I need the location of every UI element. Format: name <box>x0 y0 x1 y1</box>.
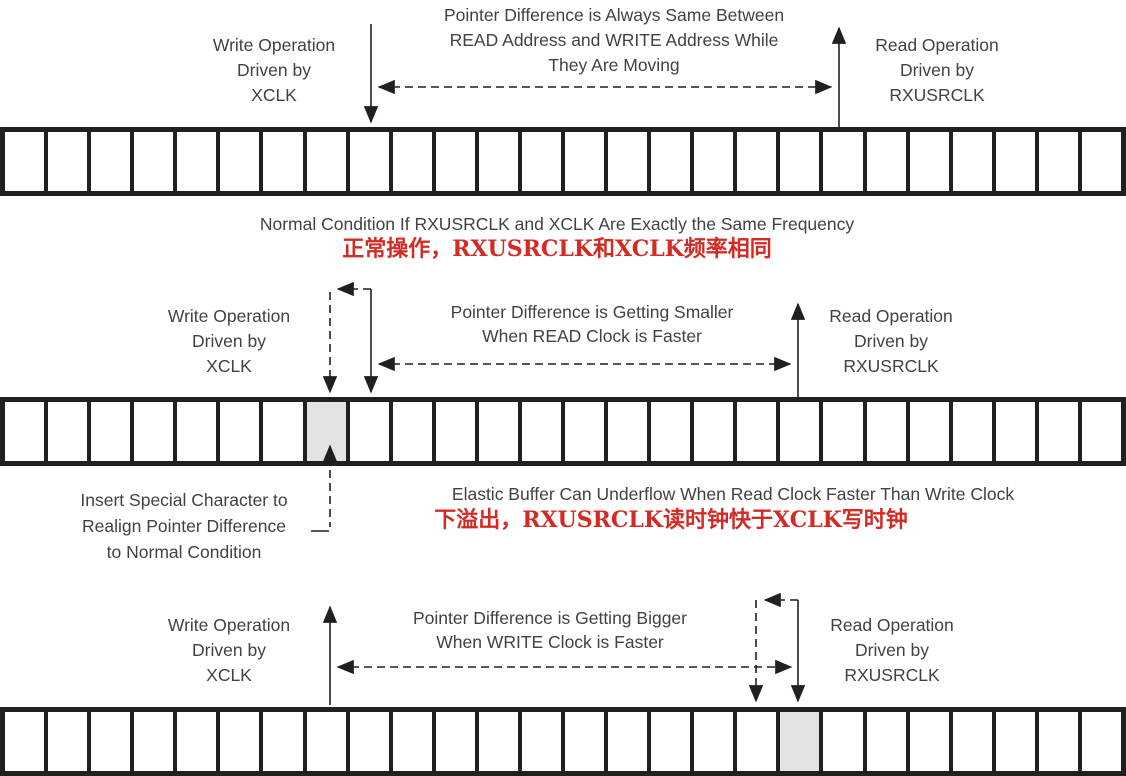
buffer-cell <box>177 402 221 461</box>
write-label-middle-line2: Driven by <box>192 331 266 351</box>
buffer-cell <box>392 132 436 191</box>
read-label-top-line2: Driven by <box>900 60 974 80</box>
buffer-cell <box>780 402 824 461</box>
write-label-bottom-line3: XCLK <box>206 665 252 685</box>
buffer-cell <box>220 132 264 191</box>
pointer-note-bottom-line1: Pointer Difference is Getting Bigger <box>413 608 687 628</box>
buffer-cell <box>1038 132 1082 191</box>
buffer-cell <box>220 402 264 461</box>
buffer-cell <box>952 132 996 191</box>
read-label-middle-line2: Driven by <box>854 331 928 351</box>
buffer-cell <box>737 132 781 191</box>
read-label-bottom-line1: Read Operation <box>830 615 954 635</box>
pointer-note-middle-line2: When READ Clock is Faster <box>482 326 702 346</box>
buffer-cell <box>608 402 652 461</box>
write-label-middle-line3: XCLK <box>206 356 252 376</box>
read-label-bottom-line3: RXUSRCLK <box>844 665 940 685</box>
pointer-note-middle-line1: Pointer Difference is Getting Smaller <box>450 302 734 322</box>
buffer-cell <box>392 402 436 461</box>
buffer-cell <box>91 132 135 191</box>
buffer-cell <box>134 132 178 191</box>
insert-note-line1: Insert Special Character to <box>80 490 288 510</box>
buffer-cell <box>866 132 910 191</box>
write-label-top: Write Operation Driven by XCLK <box>174 33 374 108</box>
buffer-cell <box>909 402 953 461</box>
buffer-cell <box>823 132 867 191</box>
buffer-cell <box>177 132 221 191</box>
write-label-top-line1: Write Operation <box>212 35 336 55</box>
pointer-note-top-line1: Pointer Difference is Always Same Betwee… <box>443 5 785 25</box>
buffer-cell <box>694 402 738 461</box>
buffer-cell <box>651 402 695 461</box>
buffer-cell <box>608 132 652 191</box>
pointer-note-bottom-line2: When WRITE Clock is Faster <box>436 632 664 652</box>
write-label-top-line3: XCLK <box>251 85 297 105</box>
caption-middle-english: Elastic Buffer Can Underflow When Read C… <box>451 484 1015 504</box>
read-label-top: Read Operation Driven by RXUSRCLK <box>837 33 1037 108</box>
buffer-cell <box>478 402 522 461</box>
buffer-cell <box>134 402 178 461</box>
buffer-cell <box>995 132 1039 191</box>
buffer-cell <box>823 402 867 461</box>
buffer-cell <box>565 132 609 191</box>
pointer-note-top-line2: READ Address and WRITE Address While <box>449 30 779 50</box>
buffer-cell <box>263 132 307 191</box>
caption-middle-chinese: 下溢出，RXUSRCLK读时钟快于XCLK写时钟 <box>434 507 908 533</box>
write-label-top-line2: Driven by <box>237 60 311 80</box>
read-label-middle: Read Operation Driven by RXUSRCLK <box>791 304 991 379</box>
buffer-cell <box>565 402 609 461</box>
buffer-cell <box>651 132 695 191</box>
buffer-cell <box>435 402 479 461</box>
write-label-bottom-line2: Driven by <box>192 640 266 660</box>
buffer-cell <box>263 402 307 461</box>
read-label-top-line3: RXUSRCLK <box>889 85 985 105</box>
insert-special-character-note: Insert Special Character to Realign Poin… <box>54 487 314 565</box>
buffer-cell <box>48 402 92 461</box>
buffer-cell <box>5 402 49 461</box>
write-label-bottom: Write Operation Driven by XCLK <box>129 613 329 688</box>
caption-top-chinese: 正常操作，RXUSRCLK和XCLK频率相同 <box>342 236 772 262</box>
pointer-note-top-line3: They Are Moving <box>548 55 680 75</box>
read-label-middle-line1: Read Operation <box>829 306 953 326</box>
pointer-note-top: Pointer Difference is Always Same Betwee… <box>384 3 844 78</box>
buffer-cell <box>349 402 393 461</box>
buffer-cell-highlighted <box>306 402 350 461</box>
buffer-cell <box>5 132 49 191</box>
buffer-cell <box>995 402 1039 461</box>
buffer-cell <box>91 402 135 461</box>
read-label-bottom-line2: Driven by <box>855 640 929 660</box>
buffer-cell <box>737 402 781 461</box>
read-label-top-line1: Read Operation <box>875 35 999 55</box>
elastic-buffer-diagram: Write Operation Driven by XCLK Pointer D… <box>0 3 1126 776</box>
buffer-strip-top <box>0 127 1126 196</box>
buffer-cell <box>1081 402 1122 461</box>
pointer-note-bottom: Pointer Difference is Getting Bigger Whe… <box>370 606 730 654</box>
buffer-cell <box>306 132 350 191</box>
insert-note-line3: to Normal Condition <box>106 542 262 562</box>
read-label-bottom: Read Operation Driven by RXUSRCLK <box>792 613 992 688</box>
buffer-cell <box>866 402 910 461</box>
buffer-cell <box>780 132 824 191</box>
buffer-cell <box>435 132 479 191</box>
buffer-cell <box>952 402 996 461</box>
buffer-cell <box>48 132 92 191</box>
buffer-cell <box>1081 132 1122 191</box>
write-label-middle: Write Operation Driven by XCLK <box>129 304 329 379</box>
insert-note-line2: Realign Pointer Difference <box>82 516 286 536</box>
buffer-cell <box>521 402 566 461</box>
read-label-middle-line3: RXUSRCLK <box>843 356 939 376</box>
pointer-note-middle: Pointer Difference is Getting Smaller Wh… <box>412 300 772 348</box>
buffer-cell <box>349 132 393 191</box>
buffer-cell <box>909 132 953 191</box>
buffer-strip-middle <box>0 397 1126 466</box>
caption-top-english: Normal Condition If RXUSRCLK and XCLK Ar… <box>259 214 855 234</box>
write-label-bottom-line1: Write Operation <box>167 615 291 635</box>
buffer-cell <box>1038 402 1082 461</box>
buffer-cell <box>694 132 738 191</box>
buffer-cell <box>478 132 522 191</box>
buffer-cell <box>521 132 566 191</box>
write-label-middle-line1: Write Operation <box>167 306 291 326</box>
